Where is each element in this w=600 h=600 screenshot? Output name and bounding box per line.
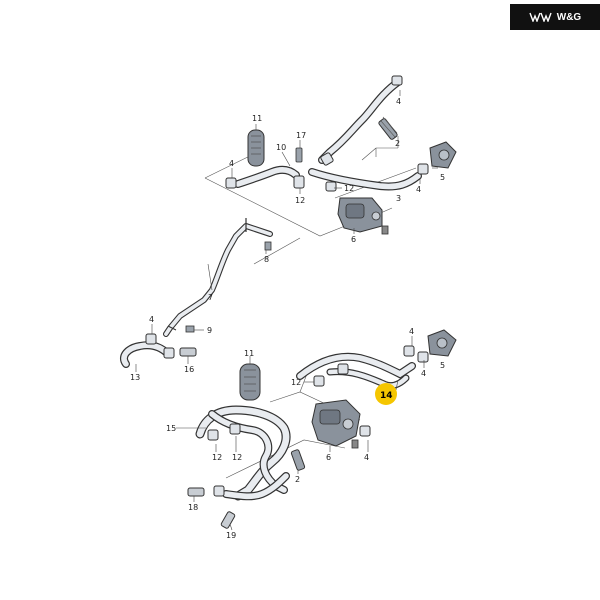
pipe-2-upper bbox=[378, 116, 398, 140]
callout-10: 10 bbox=[276, 143, 286, 152]
clamp-upper-hose bbox=[320, 152, 334, 166]
clamp-12-lower-b bbox=[229, 423, 241, 435]
hose-10 bbox=[234, 165, 300, 188]
callout-4-lower-right-a: 4 bbox=[409, 327, 414, 336]
callout-9: 9 bbox=[207, 326, 212, 335]
clamp-12-lower bbox=[313, 375, 325, 387]
callout-3: 3 bbox=[396, 194, 401, 203]
fastener-pump-lower bbox=[351, 439, 359, 449]
cap-11-upper bbox=[247, 129, 265, 167]
callout-4-top: 4 bbox=[396, 97, 401, 106]
pipe-2-lower bbox=[290, 449, 306, 471]
pump-6-lower bbox=[311, 399, 361, 447]
clamp-4-left bbox=[225, 177, 237, 189]
callout-13: 13 bbox=[130, 373, 140, 382]
callout-15: 15 bbox=[166, 424, 176, 433]
connector-5-upper bbox=[429, 141, 457, 169]
callout-11-lower: 11 bbox=[244, 349, 254, 358]
upper-guide-lines bbox=[204, 149, 417, 265]
callout-12-mid: 12 bbox=[344, 184, 354, 193]
callout-14: 14 bbox=[380, 391, 393, 401]
callout-7: 7 bbox=[208, 293, 213, 302]
part-17 bbox=[295, 147, 303, 163]
part-18 bbox=[187, 487, 205, 497]
clamp-14-mid bbox=[337, 363, 349, 375]
clamp-lower-end bbox=[213, 485, 225, 497]
clamp-4-right-lower-b bbox=[417, 351, 429, 363]
pipe-7 bbox=[163, 218, 273, 337]
clamp-hose13-end bbox=[163, 347, 175, 359]
callout-12-lower-a: 12 bbox=[212, 453, 222, 462]
brand-badge: W&G bbox=[510, 4, 600, 30]
ww-logo-icon bbox=[529, 12, 552, 22]
callout-12-upper: 12 bbox=[295, 196, 305, 205]
cap-11-lower bbox=[239, 363, 261, 401]
bolt-9 bbox=[185, 325, 195, 333]
clamp-4-right-lower-a bbox=[403, 345, 415, 357]
clamp-4-hose13 bbox=[145, 333, 157, 345]
callout-4-lower-right-b: 4 bbox=[421, 369, 426, 378]
callout-5-lower: 5 bbox=[440, 361, 445, 370]
hose-3 bbox=[308, 78, 422, 191]
clamp-12-mid bbox=[325, 181, 337, 192]
callout-16: 16 bbox=[184, 365, 194, 374]
callout-4-upper-right: 4 bbox=[416, 185, 421, 194]
connector-5-lower bbox=[427, 329, 457, 357]
callout-2-lower: 2 bbox=[295, 475, 300, 484]
callout-6-upper: 6 bbox=[351, 235, 356, 244]
callout-4-lower-left: 4 bbox=[149, 315, 154, 324]
clamp-pump-lower bbox=[359, 425, 371, 437]
callout-19: 19 bbox=[226, 531, 236, 540]
clamp-12-upper bbox=[293, 175, 305, 189]
callout-4-upper-left: 4 bbox=[229, 159, 234, 168]
clamp-12-lower-a bbox=[207, 429, 219, 441]
callout-5-upper: 5 bbox=[440, 173, 445, 182]
pipe-2-leader bbox=[361, 136, 399, 161]
callout-11-upper: 11 bbox=[252, 114, 262, 123]
callout-8: 8 bbox=[264, 255, 269, 264]
callout-18: 18 bbox=[188, 503, 198, 512]
clamp-4-right-upper bbox=[417, 163, 429, 175]
callout-4-pump-lower: 4 bbox=[364, 453, 369, 462]
pump-6-upper bbox=[337, 197, 383, 233]
callout-17: 17 bbox=[296, 131, 306, 140]
callout-12-lower: 12 bbox=[291, 378, 301, 387]
fastener-pump-upper bbox=[381, 225, 389, 235]
hose-13 bbox=[120, 341, 172, 368]
part-19 bbox=[220, 511, 236, 529]
bolt-8 bbox=[264, 241, 272, 251]
clamp-4-top bbox=[391, 75, 403, 86]
highlight-marker bbox=[375, 383, 397, 405]
callout-6-lower: 6 bbox=[326, 453, 331, 462]
callout-2-upper: 2 bbox=[395, 139, 400, 148]
part-16 bbox=[179, 347, 197, 357]
callout-12-lower-b: 12 bbox=[232, 453, 242, 462]
brand-name: W&G bbox=[556, 11, 582, 23]
callout-14-highlight: 14 bbox=[375, 383, 397, 405]
leader-lines bbox=[135, 90, 438, 531]
